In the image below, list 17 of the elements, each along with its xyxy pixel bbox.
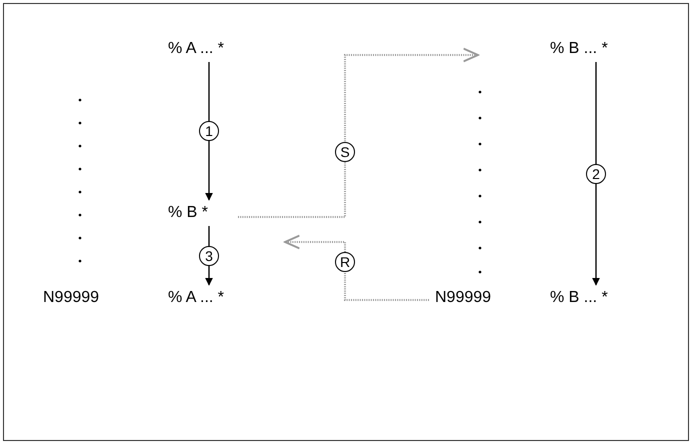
code-line: % A ... *	[168, 40, 224, 58]
edge-label: S	[335, 142, 355, 162]
edge-label: 1	[199, 121, 219, 141]
arrow	[205, 226, 213, 286]
code-line: % B ... *	[550, 40, 608, 58]
arrow	[205, 62, 213, 201]
code-line: N99999	[43, 289, 100, 307]
code-line: % A ... *	[168, 289, 224, 307]
arrow	[592, 62, 600, 286]
arrow	[284, 234, 429, 301]
edge-label: 3	[199, 246, 219, 266]
arrow	[238, 48, 479, 218]
code-line: N99999	[435, 289, 492, 307]
edge-label: 2	[586, 164, 606, 184]
edge-label: R	[335, 252, 355, 272]
code-line: % B *	[168, 204, 208, 222]
code-line: % B ... *	[550, 289, 608, 307]
